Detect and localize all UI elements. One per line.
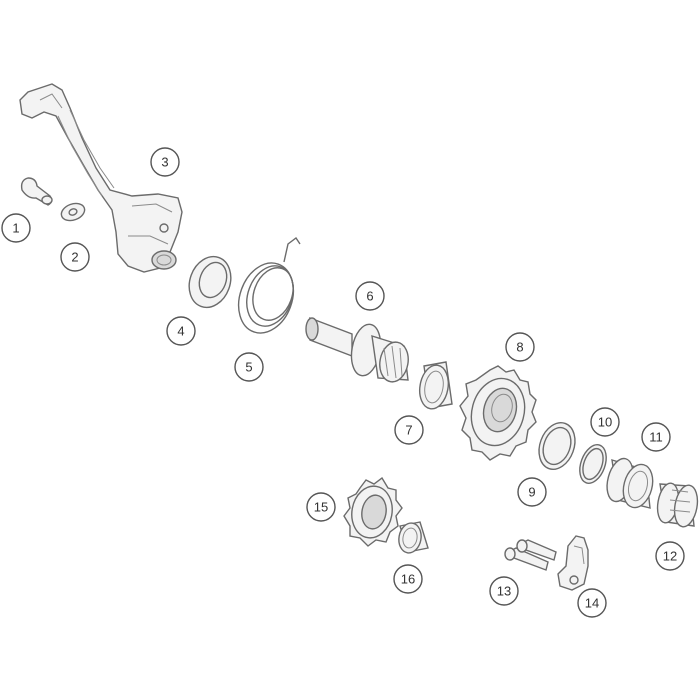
callout-label-5: 5	[245, 360, 252, 375]
callout-label-10: 10	[598, 415, 612, 430]
part-9-washer	[538, 422, 576, 470]
part-8-kickstart-gear	[459, 365, 537, 461]
callout-15: 15	[306, 492, 336, 522]
callout-label-7: 7	[405, 423, 412, 438]
callout-3: 3	[150, 147, 180, 177]
callout-label-6: 6	[366, 289, 373, 304]
part-5-spring	[237, 236, 301, 334]
callout-10: 10	[590, 407, 620, 437]
callout-16: 16	[393, 564, 423, 594]
callout-13: 13	[489, 576, 519, 606]
callout-8: 8	[505, 332, 535, 362]
part-4-seal-ring	[188, 255, 232, 309]
callout-12: 12	[655, 541, 685, 571]
callout-label-8: 8	[516, 340, 523, 355]
callout-label-2: 2	[71, 250, 78, 265]
part-16-bushing	[398, 521, 429, 554]
callout-label-4: 4	[177, 324, 184, 339]
callout-11: 11	[641, 422, 671, 452]
part-13-bolts	[504, 539, 557, 571]
callout-9: 9	[517, 477, 547, 507]
callout-label-3: 3	[161, 155, 168, 170]
callout-label-14: 14	[585, 596, 599, 611]
callout-7: 7	[394, 415, 424, 445]
part-7-bushing	[418, 361, 453, 410]
callout-label-11: 11	[649, 430, 663, 445]
callout-4: 4	[166, 316, 196, 346]
callout-14: 14	[577, 588, 607, 618]
callout-label-13: 13	[497, 584, 511, 599]
callout-2: 2	[60, 242, 90, 272]
callout-6: 6	[355, 281, 385, 311]
part-15-idler-gear	[343, 476, 403, 547]
callout-label-15: 15	[314, 500, 328, 515]
part-10-ring	[579, 444, 607, 484]
callout-label-9: 9	[528, 485, 535, 500]
callout-label-1: 1	[12, 221, 19, 236]
part-1-screw	[20, 177, 53, 206]
part-6-kickstart-shaft	[305, 316, 409, 383]
part-14-stopper-plate	[557, 535, 589, 591]
part-11-ratchet	[606, 457, 654, 509]
part-12-spring-ring	[656, 482, 699, 528]
callout-5: 5	[234, 352, 264, 382]
callout-label-12: 12	[663, 549, 677, 564]
part-2-washer	[60, 202, 86, 222]
callout-label-16: 16	[401, 572, 415, 587]
part-3-kickstart-lever	[19, 83, 183, 273]
callout-1: 1	[1, 213, 31, 243]
